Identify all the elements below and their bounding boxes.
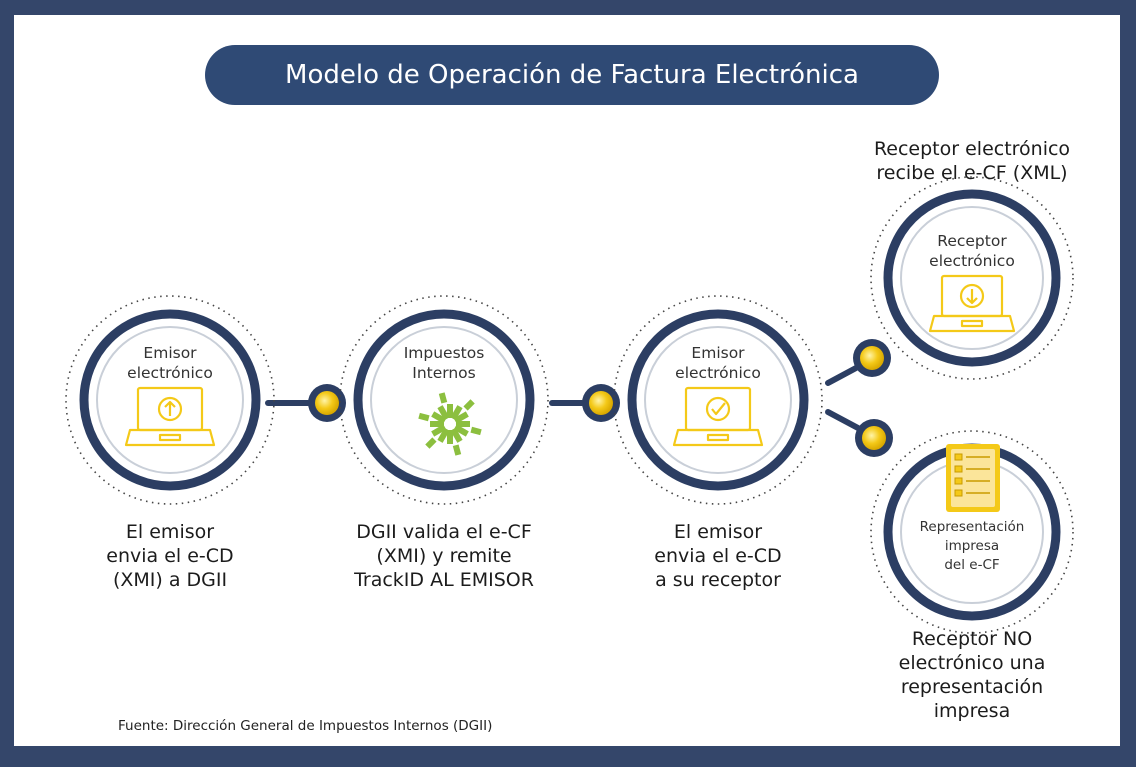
node-dgii-label-2: Internos xyxy=(412,364,476,382)
caption-receptor-top-line-1: Receptor electrónico xyxy=(873,138,1071,160)
laptop-download-icon xyxy=(928,274,1016,333)
node-representacion-label-3: del e-CF xyxy=(944,557,999,573)
node-emisor-1: Emisor electrónico xyxy=(65,295,275,505)
source-note: Fuente: Dirección General de Impuestos I… xyxy=(118,718,493,734)
caption-step-1-line-1: El emisor xyxy=(125,521,215,543)
node-representacion-label-2: impresa xyxy=(945,538,999,554)
caption-receptor-top-line-2: recibe el e-CF (XML) xyxy=(876,162,1068,184)
page-title: Modelo de Operación de Factura Electróni… xyxy=(205,45,939,105)
node-representacion-label-1: Representación xyxy=(920,519,1025,535)
caption-receptor-top: Receptor electrónico recibe el e-CF (XML… xyxy=(857,137,1087,185)
caption-step-2-line-2: (XMI) y remite xyxy=(376,545,512,567)
document-list-icon xyxy=(946,444,1000,512)
node-emisor-2: Emisor electrónico xyxy=(613,295,823,505)
node-dgii: Impuestos Internos xyxy=(339,295,549,505)
caption-receptor-bottom-line-2: electrónico una xyxy=(898,652,1046,674)
caption-step-3-line-1: El emisor xyxy=(673,521,763,543)
caption-step-2-line-3: TrackID AL EMISOR xyxy=(354,569,534,591)
node-emisor-2-label-1: Emisor xyxy=(691,344,745,362)
caption-receptor-bottom-line-3: representación xyxy=(900,676,1044,698)
connector-1 xyxy=(265,384,346,422)
caption-receptor-bottom: Receptor NO electrónico una representaci… xyxy=(867,627,1077,723)
dgii-sun-logo xyxy=(418,392,482,456)
node-dgii-label-1: Impuestos xyxy=(404,344,485,362)
caption-step-3-line-2: envia el e-CD xyxy=(654,545,782,567)
caption-step-3: El emisor envia el e-CD a su receptor xyxy=(618,520,818,592)
caption-step-2: DGII valida el e-CF (XMI) y remite Track… xyxy=(324,520,564,592)
caption-step-3-line-3: a su receptor xyxy=(655,569,781,591)
node-receptor-label-2: electrónico xyxy=(929,252,1015,270)
caption-step-1-line-2: envia el e-CD xyxy=(106,545,234,567)
node-representacion: Representación impresa del e-CF xyxy=(870,430,1074,634)
caption-receptor-bottom-line-4: impresa xyxy=(933,700,1011,722)
caption-step-2-line-1: DGII valida el e-CF xyxy=(356,521,532,543)
node-emisor-1-label-1: Emisor xyxy=(143,344,197,362)
caption-step-1-line-3: (XMI) a DGII xyxy=(112,569,228,591)
connector-4 xyxy=(825,409,893,457)
node-receptor: Receptor electrónico xyxy=(870,176,1074,380)
node-receptor-label-1: Receptor xyxy=(937,232,1007,250)
laptop-upload-icon xyxy=(124,386,216,447)
connector-2 xyxy=(549,384,620,422)
caption-receptor-bottom-line-1: Receptor NO xyxy=(911,628,1033,650)
laptop-check-icon xyxy=(672,386,764,447)
caption-step-1: El emisor envia el e-CD (XMI) a DGII xyxy=(70,520,270,592)
node-emisor-2-label-2: electrónico xyxy=(675,364,761,382)
connector-3 xyxy=(825,339,891,386)
node-emisor-1-label-2: electrónico xyxy=(127,364,213,382)
